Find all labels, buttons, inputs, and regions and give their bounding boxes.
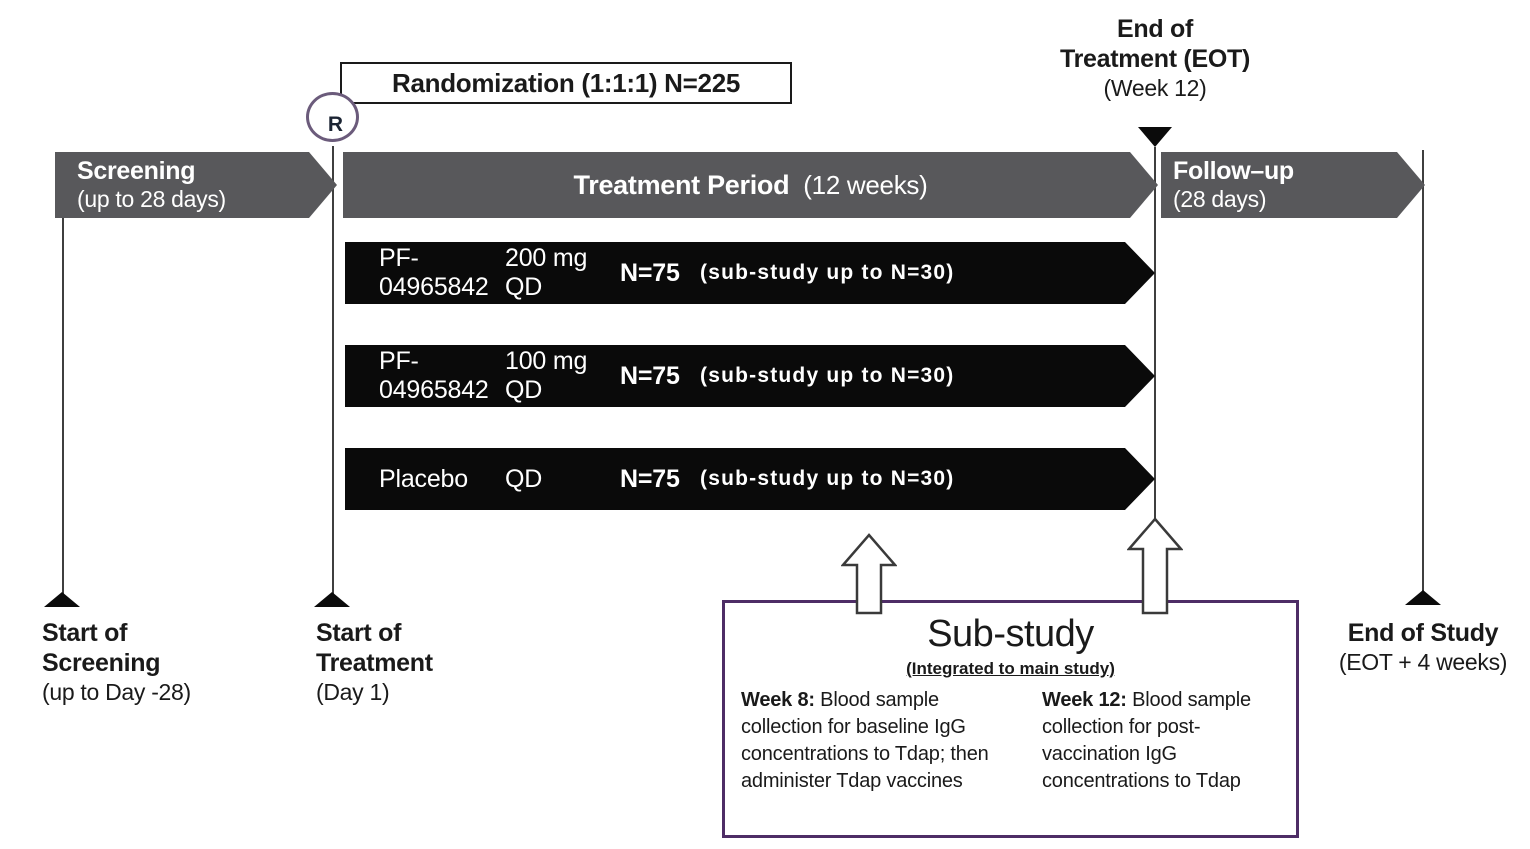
arm-100mg-n: N=75: [620, 361, 680, 390]
arm-placebo-name: Placebo: [379, 464, 468, 493]
eot-marker-triangle-icon: [1138, 127, 1172, 147]
arm-100mg-arrow: PF-04965842 100 mg QD N=75 (sub-study up…: [345, 345, 1155, 407]
substudy-subtitle: (Integrated to main study): [906, 659, 1115, 678]
eot-line2: Treatment (EOT): [1060, 45, 1250, 73]
screening-arrow: Screening (up to 28 days): [55, 152, 337, 218]
end-study-line2: (EOT + 4 weeks): [1338, 649, 1508, 675]
eot-line: [1154, 147, 1156, 521]
start-treatment-triangle-icon: [314, 592, 350, 607]
arm-200mg-name: PF-04965842: [379, 244, 489, 301]
arm-200mg-arrow: PF-04965842 200 mg QD N=75 (sub-study up…: [345, 242, 1155, 304]
substudy-week12-text: Week 12: Blood sample collection for pos…: [1042, 687, 1280, 795]
arm-200mg-dose: 200 mg QD: [505, 244, 588, 301]
start-treatment-line2: Treatment: [316, 649, 433, 677]
arm-placebo-dose: QD: [505, 464, 543, 493]
substudy-up-arrow-icon: [841, 533, 897, 615]
randomization-label: Randomization (1:1:1) N=225: [391, 67, 741, 98]
eot-line1: End of: [1117, 15, 1193, 43]
treatment-period-subtitle: (12 weeks): [803, 169, 928, 200]
end-study-triangle-icon: [1405, 590, 1441, 605]
start-treatment-line: [332, 146, 334, 598]
start-treatment-label: Start of Treatment (Day 1): [316, 618, 433, 706]
followup-subtitle: (28 days): [1173, 186, 1267, 212]
start-screening-label: Start of Screening (up to Day -28): [42, 618, 191, 706]
treatment-period-title: Treatment Period: [573, 169, 790, 200]
end-study-line: [1422, 150, 1424, 598]
substudy-week8-body: Blood sample collection for baseline IgG…: [741, 689, 989, 792]
end-study-label: End of Study (EOT + 4 weeks): [1330, 618, 1516, 676]
screening-subtitle: (up to 28 days): [77, 186, 226, 212]
arm-placebo-arrow: Placebo QD N=75 (sub-study up to N=30): [345, 448, 1155, 510]
arm-100mg-name: PF-04965842: [379, 347, 489, 404]
substudy-week12-body: Blood sample collection for post-vaccina…: [1042, 689, 1251, 792]
screening-title: Screening: [77, 157, 196, 185]
randomization-badge: R: [306, 92, 359, 142]
substudy-week8-text: Week 8: Blood sample collection for base…: [741, 687, 993, 795]
eot-line3: (Week 12): [1103, 75, 1207, 101]
arm-200mg-n: N=75: [620, 258, 680, 287]
substudy-up-arrow-eot-icon: [1127, 517, 1183, 615]
randomization-badge-letter: R: [327, 113, 344, 136]
arm-100mg-dose: 100 mg QD: [505, 347, 588, 404]
start-screening-line2: Screening: [42, 649, 161, 677]
followup-arrow: Follow–up (28 days): [1161, 152, 1425, 218]
end-study-line1: End of Study: [1347, 619, 1499, 647]
start-screening-triangle-icon: [44, 592, 80, 607]
start-treatment-line3: (Day 1): [316, 679, 390, 705]
treatment-period-arrow: Treatment Period (12 weeks): [343, 152, 1158, 218]
arm-100mg-substudy-note: (sub-study up to N=30): [700, 364, 955, 387]
substudy-week8-label: Week 8:: [741, 689, 815, 711]
start-screening-line1: Start of: [42, 619, 128, 647]
eot-label: End of Treatment (EOT) (Week 12): [1035, 14, 1275, 102]
substudy-title: Sub-study: [927, 613, 1094, 655]
arm-placebo-n: N=75: [620, 464, 680, 493]
substudy-week12-label: Week 12:: [1042, 689, 1127, 711]
start-treatment-line1: Start of: [316, 619, 402, 647]
start-screening-line: [62, 218, 64, 598]
arm-placebo-substudy-note: (sub-study up to N=30): [700, 467, 955, 490]
arm-200mg-substudy-note: (sub-study up to N=30): [700, 261, 955, 284]
randomization-box: Randomization (1:1:1) N=225: [340, 62, 792, 104]
followup-title: Follow–up: [1173, 157, 1294, 185]
start-screening-line3: (up to Day -28): [42, 679, 191, 705]
substudy-box: Sub-study (Integrated to main study) Wee…: [722, 600, 1299, 838]
